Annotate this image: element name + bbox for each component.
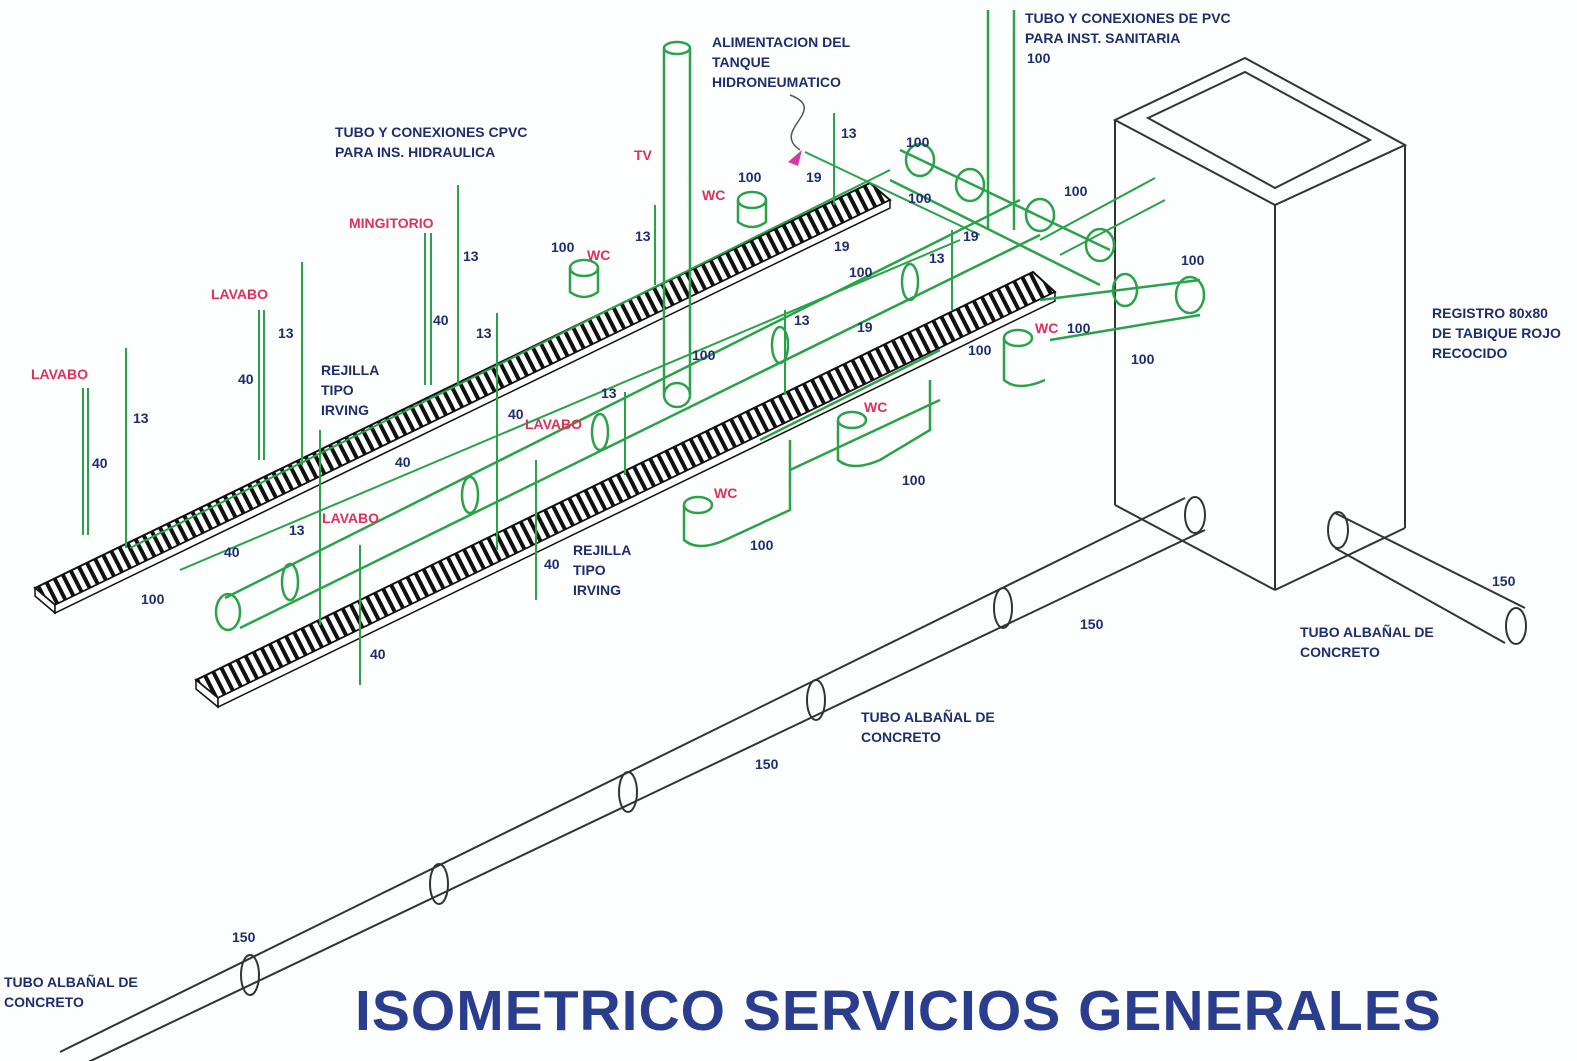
dimension-label: 100 bbox=[750, 537, 774, 553]
dimension-label: 100 bbox=[692, 347, 716, 363]
dimension-label: 13 bbox=[289, 522, 305, 538]
fixture-wc-5: WC bbox=[714, 485, 738, 501]
dimension-label: 100 bbox=[849, 264, 873, 280]
fixture-wc-3: WC bbox=[1035, 320, 1059, 336]
dimension-label: 100 bbox=[902, 472, 926, 488]
dimension-label: 100 bbox=[1064, 183, 1088, 199]
dimension-label: 100 bbox=[968, 342, 992, 358]
sewer-pipe-right bbox=[1327, 511, 1527, 645]
dimension-label: 40 bbox=[92, 455, 108, 471]
note-tank-feed: ALIMENTACION DEL TANQUE HIDRONEUMATICO bbox=[712, 34, 851, 90]
dimension-label: 19 bbox=[963, 228, 979, 244]
note-sewer-left: TUBO ALBAÑAL DE CONCRETO bbox=[4, 974, 138, 1010]
dimension-label: 13 bbox=[463, 248, 479, 264]
sewer-pipe-main bbox=[59, 496, 1206, 1061]
dimension-label: 40 bbox=[395, 454, 411, 470]
dimension-label: 19 bbox=[857, 319, 873, 335]
grate-upper bbox=[33, 181, 892, 615]
dimension-label: 40 bbox=[238, 371, 254, 387]
dimension-label: 13 bbox=[794, 312, 810, 328]
dimension-label: 100 bbox=[738, 169, 762, 185]
tank-feed-arrow bbox=[788, 94, 805, 166]
dimension-label: 100 bbox=[906, 134, 930, 150]
dimension-label: 13 bbox=[635, 228, 651, 244]
fixture-wc-2: WC bbox=[587, 247, 611, 263]
drawing-title: ISOMETRICO SERVICIOS GENERALES bbox=[355, 979, 1442, 1043]
dimension-label: 40 bbox=[224, 544, 240, 560]
dimension-label: 40 bbox=[544, 556, 560, 572]
fixture-wc-1: WC bbox=[702, 187, 726, 203]
fixture-mingitorio: MINGITORIO bbox=[349, 215, 434, 231]
dimension-label: 19 bbox=[806, 169, 822, 185]
dimension-label: 40 bbox=[370, 646, 386, 662]
note-grate-2: REJILLA TIPO IRVING bbox=[573, 542, 632, 598]
note-grate-1: REJILLA TIPO IRVING bbox=[321, 362, 380, 418]
dimension-label: 13 bbox=[278, 325, 294, 341]
dimension-label: 150 bbox=[755, 756, 779, 772]
note-sewer-right: TUBO ALBAÑAL DE CONCRETO bbox=[1300, 624, 1434, 660]
dimension-label: 40 bbox=[508, 406, 524, 422]
fixture-lavabo-1: LAVABO bbox=[211, 286, 269, 302]
dimension-label: 100 bbox=[551, 239, 575, 255]
note-cpvc-pipes: TUBO Y CONEXIONES CPVC PARA INS. HIDRAUL… bbox=[335, 124, 528, 160]
note-pvc-pipes: TUBO Y CONEXIONES DE PVC PARA INST. SANI… bbox=[1025, 10, 1231, 46]
fixture-wc-4: WC bbox=[864, 399, 888, 415]
dimension-label: 100 bbox=[1067, 320, 1091, 336]
note-sewer-mid: TUBO ALBAÑAL DE CONCRETO bbox=[861, 709, 995, 745]
dimension-label: 19 bbox=[834, 238, 850, 254]
fixture-tv: TV bbox=[634, 147, 652, 163]
fixture-lavabo-2: LAVABO bbox=[31, 366, 89, 382]
dimension-label: 150 bbox=[1080, 616, 1104, 632]
cpvc-supply-network bbox=[82, 113, 1166, 685]
dimension-label: 150 bbox=[232, 929, 256, 945]
note-register: REGISTRO 80x80 DE TABIQUE ROJO RECOCIDO bbox=[1432, 305, 1561, 361]
dimension-label: 100 bbox=[908, 190, 932, 206]
grate-lower bbox=[194, 270, 1057, 709]
pvc-pipe-network bbox=[214, 10, 1206, 632]
dimension-label: 13 bbox=[929, 250, 945, 266]
fixture-lavabo-4: LAVABO bbox=[322, 510, 380, 526]
dimension-label: 40 bbox=[433, 312, 449, 328]
dimension-label: 150 bbox=[1492, 573, 1516, 589]
dimension-label: 13 bbox=[601, 385, 617, 401]
dimension-label: 13 bbox=[476, 325, 492, 341]
dimension-label: 13 bbox=[841, 125, 857, 141]
dimension-label: 100 bbox=[141, 591, 165, 607]
dimension-label: 100 bbox=[1027, 50, 1051, 66]
register-box bbox=[1112, 56, 1408, 591]
dimension-label: 100 bbox=[1181, 252, 1205, 268]
dimension-label: 100 bbox=[1131, 351, 1155, 367]
fixture-lavabo-3: LAVABO bbox=[525, 416, 583, 432]
dimension-label: 13 bbox=[133, 410, 149, 426]
